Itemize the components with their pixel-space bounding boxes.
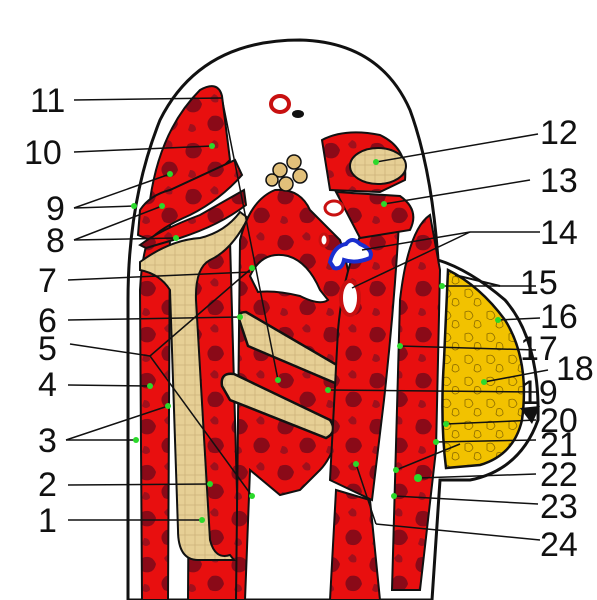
label-13: 13 <box>540 162 578 200</box>
label-17: 17 <box>520 330 558 368</box>
tendon-oval <box>350 148 406 184</box>
artery-14b <box>320 234 328 246</box>
label-12: 12 <box>540 114 578 152</box>
label-24: 24 <box>540 526 578 564</box>
label-2: 2 <box>38 466 57 504</box>
label-18: 18 <box>556 350 594 388</box>
artery-14a <box>325 201 343 215</box>
label-3: 3 <box>38 422 57 460</box>
label-1: 1 <box>38 502 57 540</box>
label-7: 7 <box>38 262 57 300</box>
label-14: 14 <box>540 214 578 252</box>
label-23: 23 <box>540 488 578 526</box>
label-11: 11 <box>30 82 65 120</box>
label-4: 4 <box>38 366 57 404</box>
breast-fat <box>442 270 524 468</box>
vein-top <box>292 110 304 118</box>
label-9: 9 <box>46 190 65 228</box>
label-15: 15 <box>520 264 558 302</box>
artery-top <box>271 96 289 112</box>
label-10: 10 <box>24 134 62 172</box>
label-6: 6 <box>38 302 57 340</box>
